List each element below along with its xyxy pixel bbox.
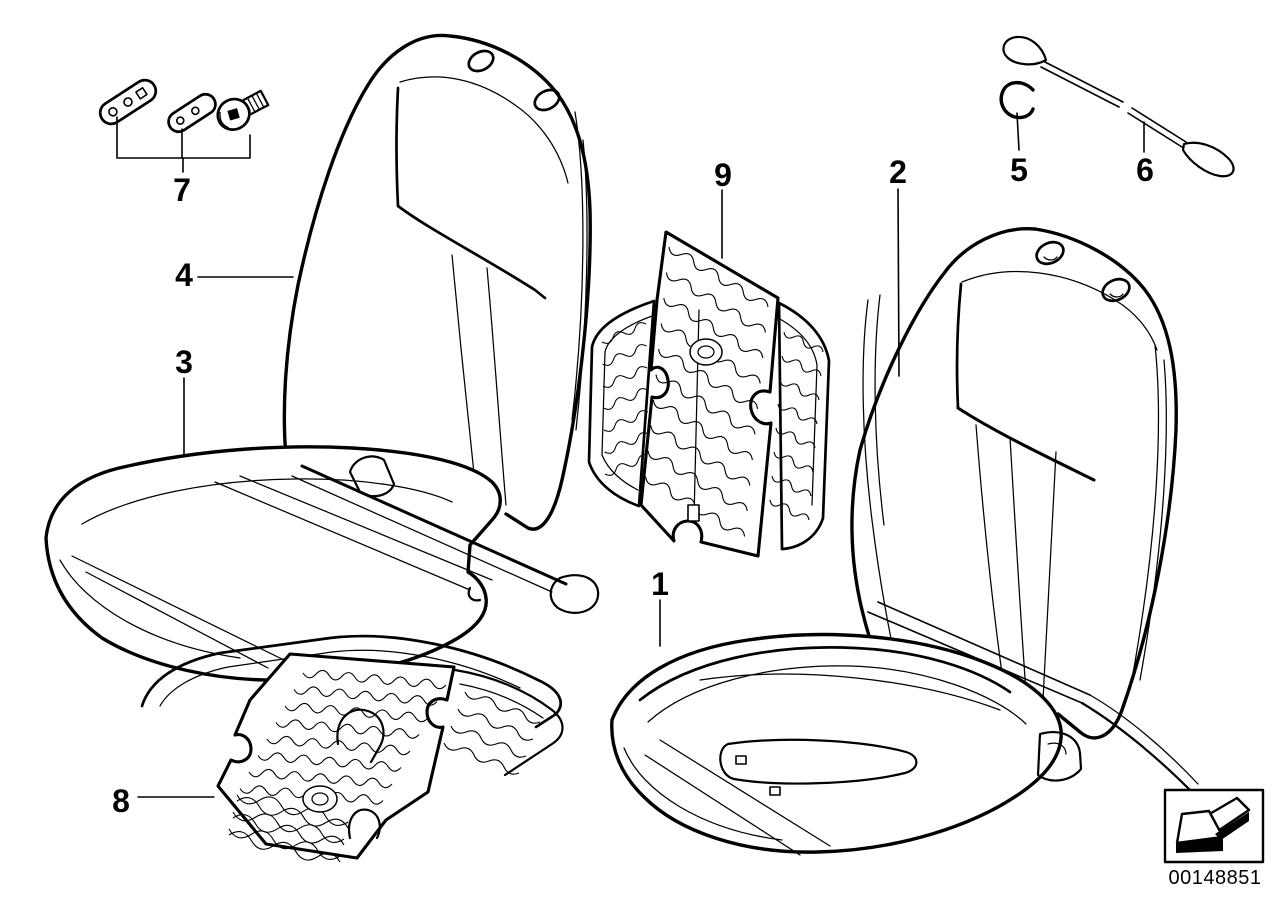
- arrow-down-left-icon: [1175, 796, 1251, 853]
- part-drawing-backrest-left: [282, 33, 592, 531]
- part-drawing-mounting-plates-and-screw: [98, 78, 270, 134]
- part-drawing-backrest-heating-pad: [587, 230, 831, 558]
- callout-4[interactable]: 4: [175, 257, 193, 293]
- callout-3[interactable]: 3: [175, 344, 193, 380]
- part-drawing-seat-heating-pad: [140, 634, 564, 863]
- callouts: 1 2 3 4 5 6 7 8 9: [112, 152, 1154, 819]
- callout-leader-lines: [116, 112, 1145, 798]
- callout-8[interactable]: 8: [112, 783, 130, 819]
- callout-5[interactable]: 5: [1010, 152, 1028, 188]
- callout-1[interactable]: 1: [651, 566, 669, 602]
- callout-7[interactable]: 7: [173, 172, 191, 208]
- callout-9[interactable]: 9: [714, 157, 732, 193]
- part-drawing-backrest-right: [850, 227, 1178, 740]
- part-drawing-seat-cushion-left: [44, 445, 600, 682]
- diagram-footer: 00148851: [1163, 788, 1265, 889]
- part-drawing-seat-cushion-right: [610, 632, 1083, 856]
- part-drawing-clip: [999, 80, 1035, 120]
- callout-2[interactable]: 2: [889, 154, 907, 190]
- callout-6[interactable]: 6: [1136, 152, 1154, 188]
- diagram-part-number: 00148851: [1169, 867, 1262, 889]
- part-drawing-rod: [1002, 35, 1235, 178]
